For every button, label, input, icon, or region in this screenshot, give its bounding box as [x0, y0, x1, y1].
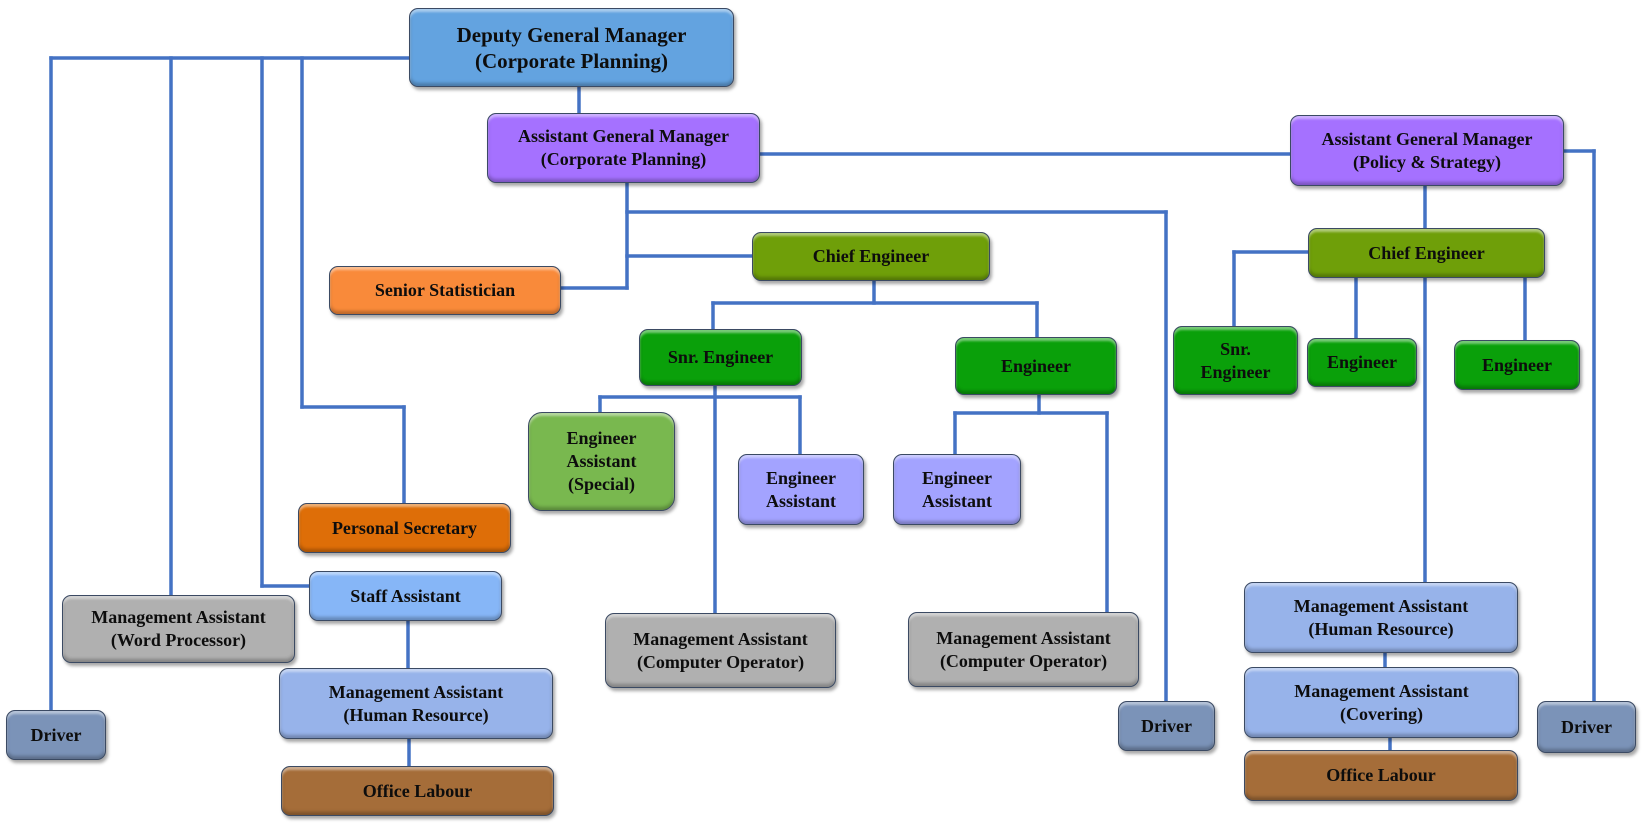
node-snr-engineer-ps[interactable]: Snr.Engineer: [1173, 326, 1298, 395]
node-label-line: Driver: [1561, 716, 1612, 737]
node-label: Management Assistant(Human Resource): [1290, 595, 1473, 641]
node-office-labour-left[interactable]: Office Labour: [281, 766, 554, 816]
node-label: Management Assistant(Human Resource): [325, 681, 508, 727]
node-chief-engineer-cp[interactable]: Chief Engineer: [752, 232, 990, 281]
node-label: Senior Statistician: [371, 279, 519, 302]
node-label-line: Management Assistant: [633, 628, 808, 649]
node-label-line: Personal Secretary: [331, 517, 478, 538]
node-label: Snr. Engineer: [664, 346, 777, 369]
node-label: Chief Engineer: [1364, 242, 1489, 265]
node-deputy-general-manager[interactable]: Deputy General Manager(Corporate Plannin…: [409, 8, 734, 87]
node-ma-human-resource-right[interactable]: Management Assistant(Human Resource): [1244, 582, 1518, 653]
node-label-line: Engineer: [1001, 355, 1071, 376]
node-staff-assistant[interactable]: Staff Assistant: [309, 571, 502, 621]
node-label: Driver: [1137, 715, 1196, 738]
node-label: Driver: [27, 724, 86, 747]
node-driver-mid[interactable]: Driver: [1118, 701, 1215, 751]
node-label: Chief Engineer: [809, 245, 934, 268]
node-label-line: Management Assistant: [328, 681, 504, 702]
node-label-line: (Human Resource): [343, 704, 489, 725]
node-label-line: Assistant: [921, 490, 992, 511]
node-label: Engineer: [1323, 351, 1401, 374]
node-agm-corporate-planning[interactable]: Assistant General Manager (Corporate Plan…: [487, 113, 760, 183]
node-label-line: Engineer: [765, 467, 836, 488]
node-label-line: (Corporate Planning): [474, 48, 669, 73]
node-label-line: Snr.: [1220, 338, 1251, 359]
node-label-line: Management Assistant: [91, 607, 266, 627]
node-label: Management Assistant (Word Processor): [87, 606, 270, 652]
node-label: Assistant General Manager(Policy & Strat…: [1318, 128, 1537, 174]
node-driver-right[interactable]: Driver: [1537, 701, 1636, 753]
node-label-line: Chief Engineer: [812, 246, 930, 266]
node-ma-computer-operator-2[interactable]: Management Assistant(Computer Operator): [908, 612, 1139, 687]
node-label-line: Chief Engineer: [1368, 242, 1485, 263]
node-driver-left[interactable]: Driver: [6, 710, 106, 760]
node-label-line: Driver: [1141, 715, 1192, 736]
node-label-line: Assistant: [765, 490, 836, 511]
node-label-line: Assistant General Manager: [518, 126, 729, 146]
node-agm-policy-strategy[interactable]: Assistant General Manager(Policy & Strat…: [1290, 115, 1564, 186]
node-label-line: (Covering): [1340, 703, 1423, 724]
node-label-line: Assistant General Manager: [1321, 128, 1533, 149]
node-label-line: Senior Statistician: [374, 280, 516, 300]
node-label: Deputy General Manager(Corporate Plannin…: [453, 22, 691, 74]
node-label-line: (Human Resource): [1308, 618, 1454, 639]
node-chief-engineer-ps[interactable]: Chief Engineer: [1308, 228, 1545, 278]
node-label-line: Management Assistant: [1293, 595, 1469, 616]
node-snr-engineer-cp[interactable]: Snr. Engineer: [639, 329, 802, 386]
node-label: Engineer: [1478, 354, 1556, 377]
node-senior-statistician[interactable]: Senior Statistician: [329, 266, 561, 315]
node-label-line: (Computer Operator): [636, 651, 805, 672]
node-label-line: Driver: [30, 724, 82, 745]
node-personal-secretary[interactable]: Personal Secretary: [298, 503, 511, 553]
node-label: Office Labour: [1322, 764, 1440, 787]
node-label-line: (Policy & Strategy): [1353, 151, 1501, 172]
node-label-line: (Corporate Planning): [540, 149, 707, 169]
node-label-line: Assistant: [566, 451, 637, 471]
node-label: Office Labour: [359, 780, 477, 803]
node-label-line: Engineer: [1482, 354, 1552, 375]
node-ma-covering[interactable]: Management Assistant(Covering): [1244, 667, 1519, 738]
node-office-labour-right[interactable]: Office Labour: [1244, 750, 1518, 801]
node-label: Personal Secretary: [328, 517, 481, 540]
node-label-line: Engineer: [1200, 361, 1271, 382]
node-label-line: Deputy General Manager: [456, 22, 687, 47]
node-label-line: Management Assistant: [1294, 680, 1469, 701]
node-label: Engineer: [997, 355, 1075, 378]
node-label: Staff Assistant: [346, 585, 465, 608]
node-ma-human-resource-left[interactable]: Management Assistant(Human Resource): [279, 668, 553, 739]
node-label-line: (Computer Operator): [939, 650, 1108, 671]
node-engineer-cp[interactable]: Engineer: [955, 337, 1117, 395]
node-label-line: (Special): [567, 474, 635, 494]
node-label-line: Office Labour: [362, 780, 473, 801]
node-label-line: Engineer: [566, 428, 637, 448]
node-label: Management Assistant(Computer Operator): [629, 628, 812, 674]
node-engineer-ps-1[interactable]: Engineer: [1307, 338, 1417, 387]
node-label-line: Management Assistant: [936, 627, 1111, 648]
node-label-line: (Word Processor): [110, 630, 247, 650]
node-label-line: Engineer: [1327, 352, 1397, 372]
node-label-line: Snr. Engineer: [667, 347, 774, 367]
node-label: Assistant General Manager (Corporate Plan…: [514, 125, 733, 171]
node-label-line: Engineer: [921, 467, 992, 488]
node-ma-word-processor[interactable]: Management Assistant (Word Processor): [62, 595, 295, 663]
node-label-line: Office Labour: [1326, 765, 1436, 785]
node-label: Snr.Engineer: [1197, 338, 1275, 384]
node-label: Management Assistant(Covering): [1290, 680, 1473, 726]
node-ma-computer-operator-1[interactable]: Management Assistant(Computer Operator): [605, 613, 836, 688]
node-engineer-ps-2[interactable]: Engineer: [1454, 340, 1580, 390]
node-label: Management Assistant(Computer Operator): [932, 627, 1115, 673]
node-label: Driver: [1557, 716, 1616, 739]
node-label-line: Staff Assistant: [350, 585, 461, 606]
